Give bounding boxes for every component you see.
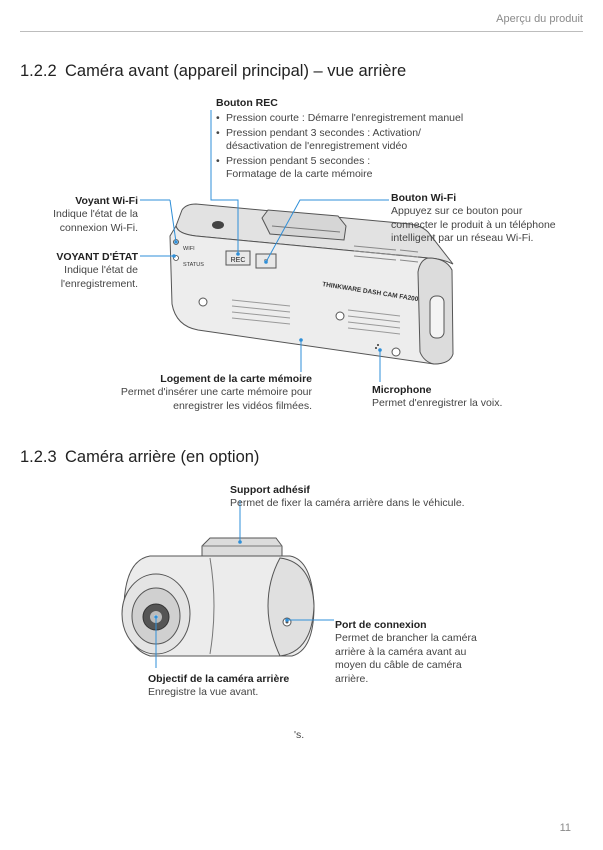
running-header: Aperçu du produit	[496, 13, 583, 25]
section-title-front-camera: 1.2.2 Caméra avant (appareil principal) –…	[20, 62, 406, 81]
microphone-annotation: Microphone Permet d'enregistrer la voix.	[372, 384, 562, 411]
card-slot-annotation: Logement de la carte mémoire Permet d'in…	[110, 373, 312, 413]
section-number: 1.2.2	[20, 62, 57, 80]
card-slot-desc: Permet d'insérer une carte mémoire pour …	[120, 386, 312, 412]
wifi-button-annotation: Bouton Wi-Fi Appuyez sur ce bouton pour …	[391, 192, 566, 246]
wifi-led-desc: Indique l'état de la connexion Wi-Fi.	[53, 208, 138, 234]
device-rec-marking: REC	[231, 257, 246, 264]
status-led-annotation: VOYANT D'ÉTAT Indique l'état de l'enregi…	[30, 251, 138, 291]
section-number: 1.2.3	[20, 448, 57, 466]
header-rule	[20, 31, 583, 32]
lens-annotation: Objectif de la caméra arrière Enregistre…	[148, 673, 318, 700]
rec-button-label: Bouton REC	[216, 97, 278, 109]
mount-desc: Permet de fixer la caméra arrière dans l…	[230, 497, 465, 509]
section-heading: Caméra arrière (en option)	[65, 448, 260, 466]
page-number: 11	[559, 822, 571, 834]
wifi-led-label: Voyant Wi-Fi	[75, 195, 138, 207]
rec-bullet-1: Pression courte : Démarre l'enregistreme…	[216, 112, 476, 126]
section-title-rear-camera: 1.2.3 Caméra arrière (en option)	[20, 448, 259, 467]
status-led-label: VOYANT D'ÉTAT	[56, 251, 138, 263]
stray-text: 's.	[294, 729, 305, 741]
rec-bullet-2: Pression pendant 3 secondes : Activation…	[216, 127, 436, 154]
status-led-desc: Indique l'état de l'enregistrement.	[60, 264, 138, 290]
port-desc: Permet de brancher la caméra arrière à l…	[335, 632, 477, 685]
mount-label: Support adhésif	[230, 484, 310, 496]
microphone-desc: Permet d'enregistrer la voix.	[372, 397, 503, 409]
port-label: Port de connexion	[335, 619, 427, 631]
lens-label: Objectif de la caméra arrière	[148, 673, 290, 685]
lens-desc: Enregistre la vue avant.	[148, 686, 259, 698]
port-annotation: Port de connexion Permet de brancher la …	[335, 619, 485, 686]
wifi-button-label: Bouton Wi-Fi	[391, 192, 457, 204]
rec-bullet-3: Pression pendant 5 secondes : Formatage …	[216, 155, 391, 182]
device-wifi-marking: WIFI	[183, 246, 195, 252]
rec-button-annotation: Bouton REC Pression courte : Démarre l'e…	[216, 97, 476, 183]
device-status-marking: STATUS	[183, 262, 204, 268]
rec-button-bullets: Pression courte : Démarre l'enregistreme…	[216, 112, 476, 182]
callout-lines	[140, 110, 389, 382]
microphone-label: Microphone	[372, 384, 432, 396]
wifi-button-desc: Appuyez sur ce bouton pour connecter le …	[391, 205, 556, 244]
section-heading: Caméra avant (appareil principal) – vue …	[65, 62, 407, 80]
card-slot-label: Logement de la carte mémoire	[160, 373, 312, 385]
mount-annotation: Support adhésif Permet de fixer la camér…	[230, 484, 510, 511]
wifi-led-annotation: Voyant Wi-Fi Indique l'état de la connex…	[30, 195, 138, 235]
